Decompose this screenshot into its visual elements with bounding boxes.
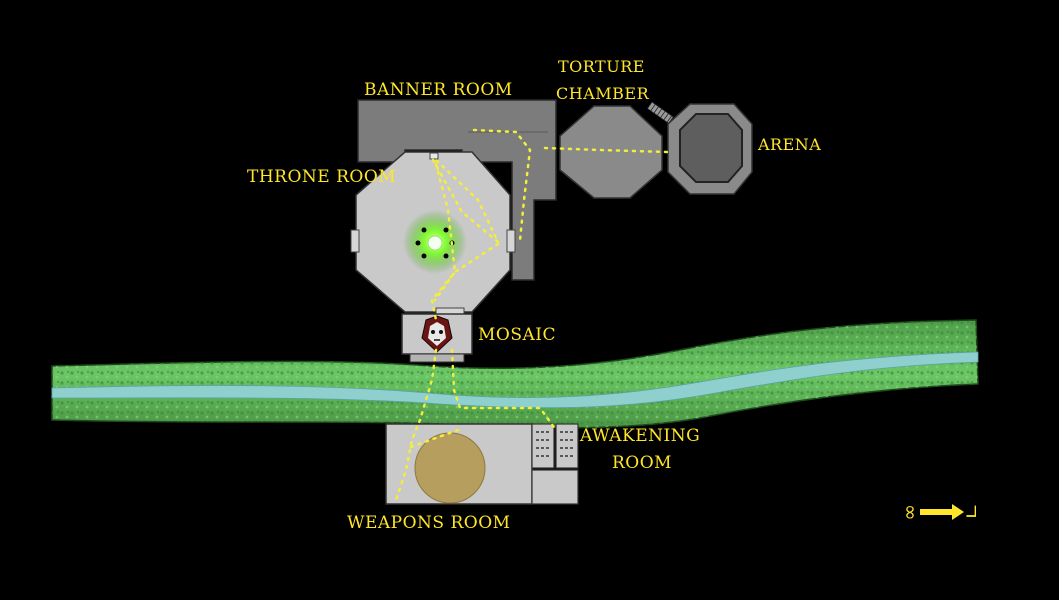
- compass-glyph-right: ㄱ: [959, 502, 983, 520]
- throne-room-door-top: [429, 152, 439, 160]
- river-band: [51, 319, 979, 429]
- weapons-room-circle: [414, 432, 486, 504]
- throne-glow: [403, 210, 467, 274]
- stairs-icon: [646, 101, 674, 125]
- label-throne-room: THRONE ROOM: [247, 167, 396, 187]
- compass-arrow-bar: [920, 509, 956, 515]
- label-weapons-room: WEAPONS ROOM: [347, 513, 511, 533]
- label-torture-line1: TORTURE: [558, 57, 645, 76]
- compass: ∞ ㄱ: [899, 502, 983, 521]
- awakening-room: [531, 423, 579, 505]
- grass-texture: [52, 320, 978, 428]
- river-water: [51, 351, 979, 409]
- torture-chamber: [559, 105, 663, 199]
- mosaic-emblem-icon: [421, 315, 453, 353]
- throne-room-door-left: [350, 229, 360, 253]
- path-trails: [394, 128, 670, 502]
- throne-room-door-right: [506, 229, 516, 253]
- compass-arrow-head-icon: [952, 504, 964, 520]
- arena-pit: [679, 113, 743, 183]
- mosaic-bridge: [409, 353, 465, 363]
- label-awakening-line2: ROOM: [612, 453, 672, 473]
- label-arena: ARENA: [757, 135, 821, 154]
- label-awakening-line1: AWAKENING: [579, 426, 700, 446]
- label-torture-line2: CHAMBER: [556, 84, 650, 103]
- label-banner-room: BANNER ROOM: [364, 80, 513, 100]
- compass-glyph-left: ∞: [899, 504, 923, 521]
- label-mosaic: MOSAIC: [478, 325, 556, 345]
